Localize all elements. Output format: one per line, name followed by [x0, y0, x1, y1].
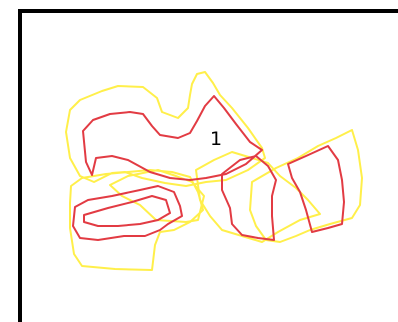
frame-top-border — [18, 9, 398, 13]
region-label: 1 — [210, 128, 222, 150]
frame-left-border — [18, 9, 22, 322]
red-region-inner-left — [84, 196, 170, 226]
yellow-region-right — [250, 130, 362, 242]
yellow-outline-group — [66, 72, 362, 270]
red-region-top — [83, 96, 262, 180]
